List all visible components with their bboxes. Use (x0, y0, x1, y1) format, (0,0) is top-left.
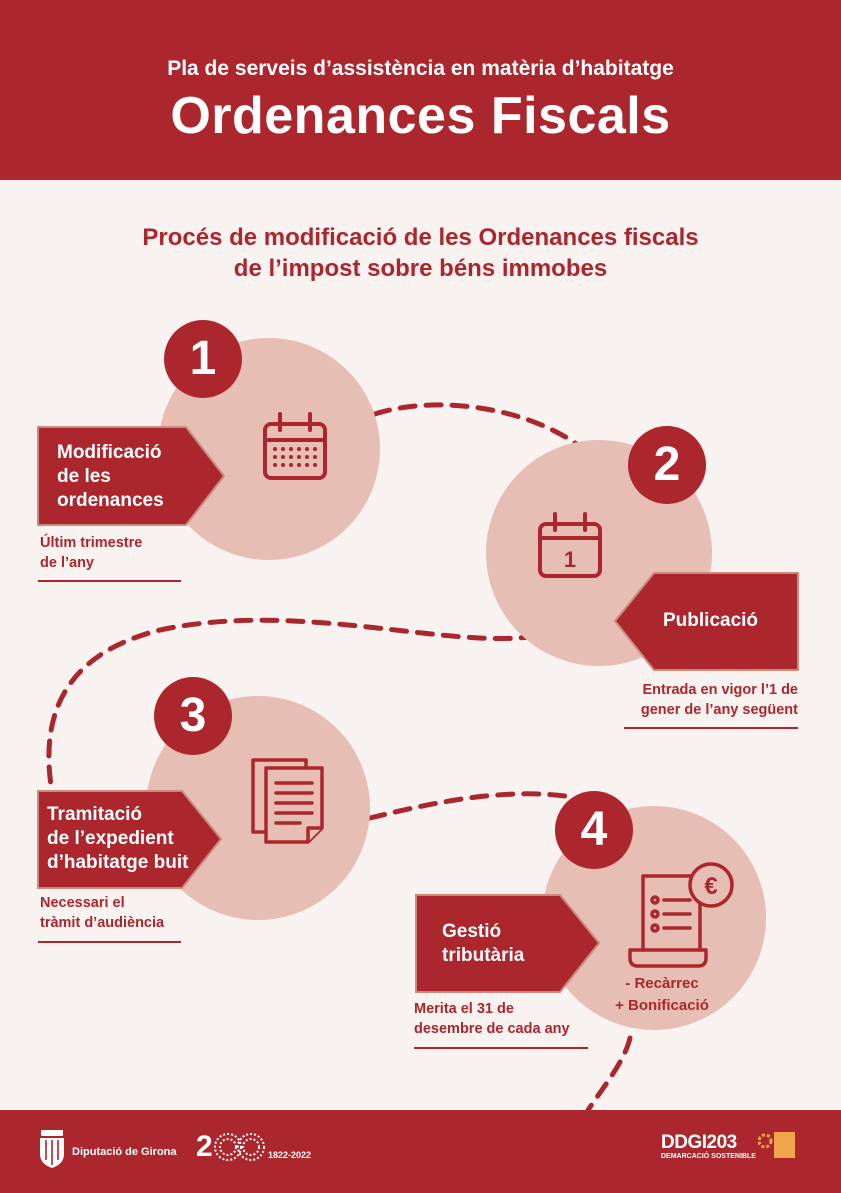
section-title-line-2: de l’impost sobre béns immobes (233, 255, 608, 282)
section-title: Procés de modificació de les Ordenances … (0, 222, 841, 284)
header-title: Ordenances Fiscals (170, 87, 671, 145)
anniversary-years: 1822-2022 (268, 1150, 312, 1160)
svg-text:1: 1 (564, 547, 576, 572)
svg-text:€: € (704, 873, 717, 900)
ddgi-ring-icon (757, 1133, 773, 1149)
anniversary-dots-icon (214, 1133, 265, 1161)
step-3-note: Necessari el tràmit d’audiència (40, 895, 165, 931)
ddgi-logo-text: DDGI203 (661, 1132, 737, 1153)
step-1-label: Modificació de les ordenances (57, 442, 164, 511)
step-4-number: 4 (555, 791, 633, 869)
diputacio-shield-icon (40, 1130, 64, 1168)
section-title-line-1: Procés de modificació de les Ordenances … (142, 224, 699, 251)
step-4-note: Merita el 31 de desembre de cada any (414, 1001, 570, 1037)
sdg-badge-icon (774, 1132, 795, 1158)
step-2-note: Entrada en vigor l’1 de gener de l’any s… (640, 682, 798, 718)
anniversary-number: 2 (196, 1130, 213, 1163)
header-banner: Pla de serveis d’assistència en matèria … (0, 0, 841, 180)
step-1-number: 1 (164, 320, 242, 398)
step-3-underline (38, 941, 181, 943)
step-2-underline (624, 727, 798, 729)
step-2-number: 2 (628, 426, 706, 504)
step-4-extra: - Recàrrec + Bonificació (615, 975, 709, 1014)
step-4-label: Gestió tributària (442, 921, 525, 966)
step-2-label: Publicació (663, 610, 759, 631)
step-3-label: Tramitació de l’expedient d’habitatge bu… (47, 804, 189, 873)
step-3-number: 3 (154, 677, 232, 755)
step-1-underline (38, 580, 181, 582)
diputacio-text: Diputació de Girona (72, 1146, 177, 1158)
step-1-note: Últim trimestre de l’any (40, 535, 143, 571)
header-subtitle: Pla de serveis d’assistència en matèria … (167, 57, 674, 80)
step-4-underline (414, 1047, 588, 1049)
ddgi-subtitle: DEMARCACIÓ SOSTENIBLE (661, 1153, 756, 1160)
footer: Diputació de Girona 2 1822-2022 DDGI203 … (0, 1110, 841, 1193)
